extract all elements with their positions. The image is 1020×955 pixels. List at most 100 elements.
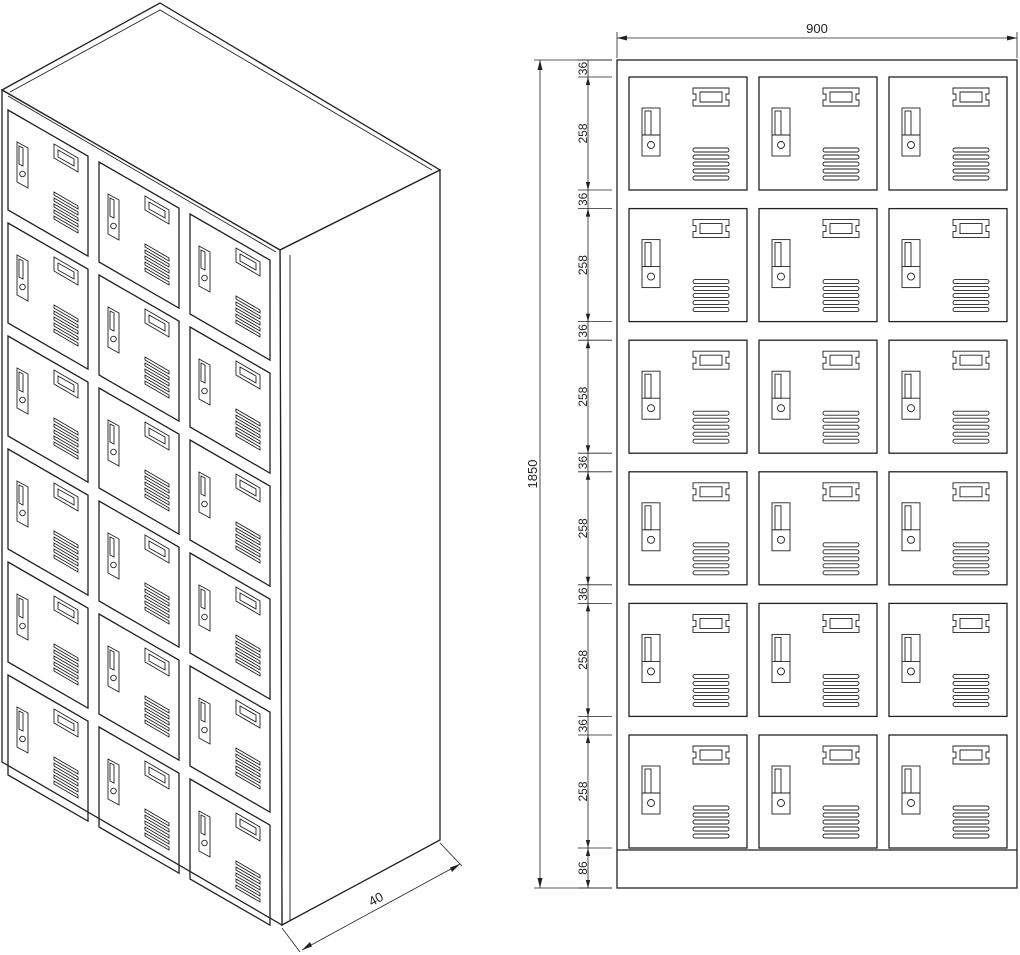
front-locker-door [888,339,1008,454]
lock-icon [771,765,791,815]
lock-icon [901,107,921,157]
vent-slots-icon [822,673,860,707]
isometric-locker-door [98,499,180,649]
lock-icon [198,358,211,406]
handle-icon [952,87,990,107]
handle-icon [53,256,79,286]
chain-dimension-label: 36 [576,324,590,338]
handle-icon [952,482,990,502]
front-locker-door [758,471,878,586]
handle-icon [53,143,79,173]
vent-slots-icon [952,805,990,839]
lock-icon [641,107,661,157]
handle-icon [952,613,990,633]
vent-slots-icon [822,410,860,444]
handle-icon [235,699,261,729]
handle-icon [692,613,730,633]
front-locker-door [628,471,748,586]
isometric-locker-door [7,447,89,597]
vent-slots-icon [952,410,990,444]
chain-dimension-label: 258 [576,386,590,406]
front-locker-door [888,602,1008,718]
isometric-locker-door [98,612,180,762]
vent-slots-icon [235,860,261,903]
front-locker-door [888,207,1008,323]
front-locker-door [888,734,1008,849]
lock-icon [107,758,120,806]
isometric-locker-door [189,777,271,927]
vent-slots-icon [235,747,261,790]
dimension-annotations: 900 1850 40 3625836258362583625836258362… [281,21,1018,953]
isometric-locker-door [189,438,271,588]
handle-icon [235,360,261,390]
height-dimension-label: 1850 [525,460,540,489]
vent-slots-icon [144,582,170,625]
vent-slots-icon [53,191,79,234]
handle-icon [144,760,170,790]
cabinet-front-outline [616,59,1018,889]
lock-icon [107,306,120,354]
lock-icon [198,697,211,745]
vent-slots-icon [235,408,261,451]
isometric-locker-door [7,560,89,710]
handle-icon [53,369,79,399]
front-locker-door [628,339,748,454]
chain-dimension-label: 258 [576,255,590,275]
lock-icon [16,706,29,754]
isometric-locker-door [7,108,89,258]
front-locker-door [888,76,1008,191]
handle-icon [952,219,990,239]
handle-icon [53,708,79,738]
handle-icon [822,350,860,370]
isometric-locker-door [7,221,89,371]
chain-dimension-label: 36 [576,587,590,601]
handle-icon [952,745,990,765]
lock-icon [107,645,120,693]
isometric-cabinet-view [0,2,442,927]
vent-slots-icon [952,279,990,313]
handle-icon [144,421,170,451]
handle-icon [235,247,261,277]
lock-icon [641,370,661,420]
vent-slots-icon [692,805,730,839]
lock-icon [901,239,921,289]
vent-slots-icon [53,530,79,573]
isometric-locker-door [7,673,89,823]
vent-slots-icon [952,147,990,181]
vent-slots-icon [53,756,79,799]
chain-dimension-label: 36 [576,192,590,206]
vent-slots-icon [53,304,79,347]
isometric-locker-door [98,273,180,423]
lock-icon [641,239,661,289]
handle-icon [144,308,170,338]
front-locker-door [628,734,748,849]
isometric-locker-door [189,551,271,701]
lock-icon [641,502,661,552]
handle-icon [235,586,261,616]
handle-icon [952,350,990,370]
handle-icon [822,87,860,107]
lock-icon [901,633,921,683]
isometric-locker-door [189,664,271,814]
lock-icon [901,370,921,420]
vent-slots-icon [692,147,730,181]
vent-slots-icon [144,469,170,512]
isometric-door-grid [7,108,271,927]
handle-icon [144,647,170,677]
lock-icon [198,471,211,519]
lock-icon [771,633,791,683]
handle-icon [822,219,860,239]
front-locker-door [628,207,748,323]
vent-slots-icon [235,634,261,677]
chain-dimension-label: 36 [576,62,590,76]
lock-icon [198,245,211,293]
lock-icon [641,765,661,815]
vent-slots-icon [235,521,261,564]
vent-slots-icon [144,808,170,851]
vent-slots-icon [144,243,170,286]
front-locker-door [758,602,878,718]
lock-icon [16,254,29,302]
handle-icon [144,195,170,225]
